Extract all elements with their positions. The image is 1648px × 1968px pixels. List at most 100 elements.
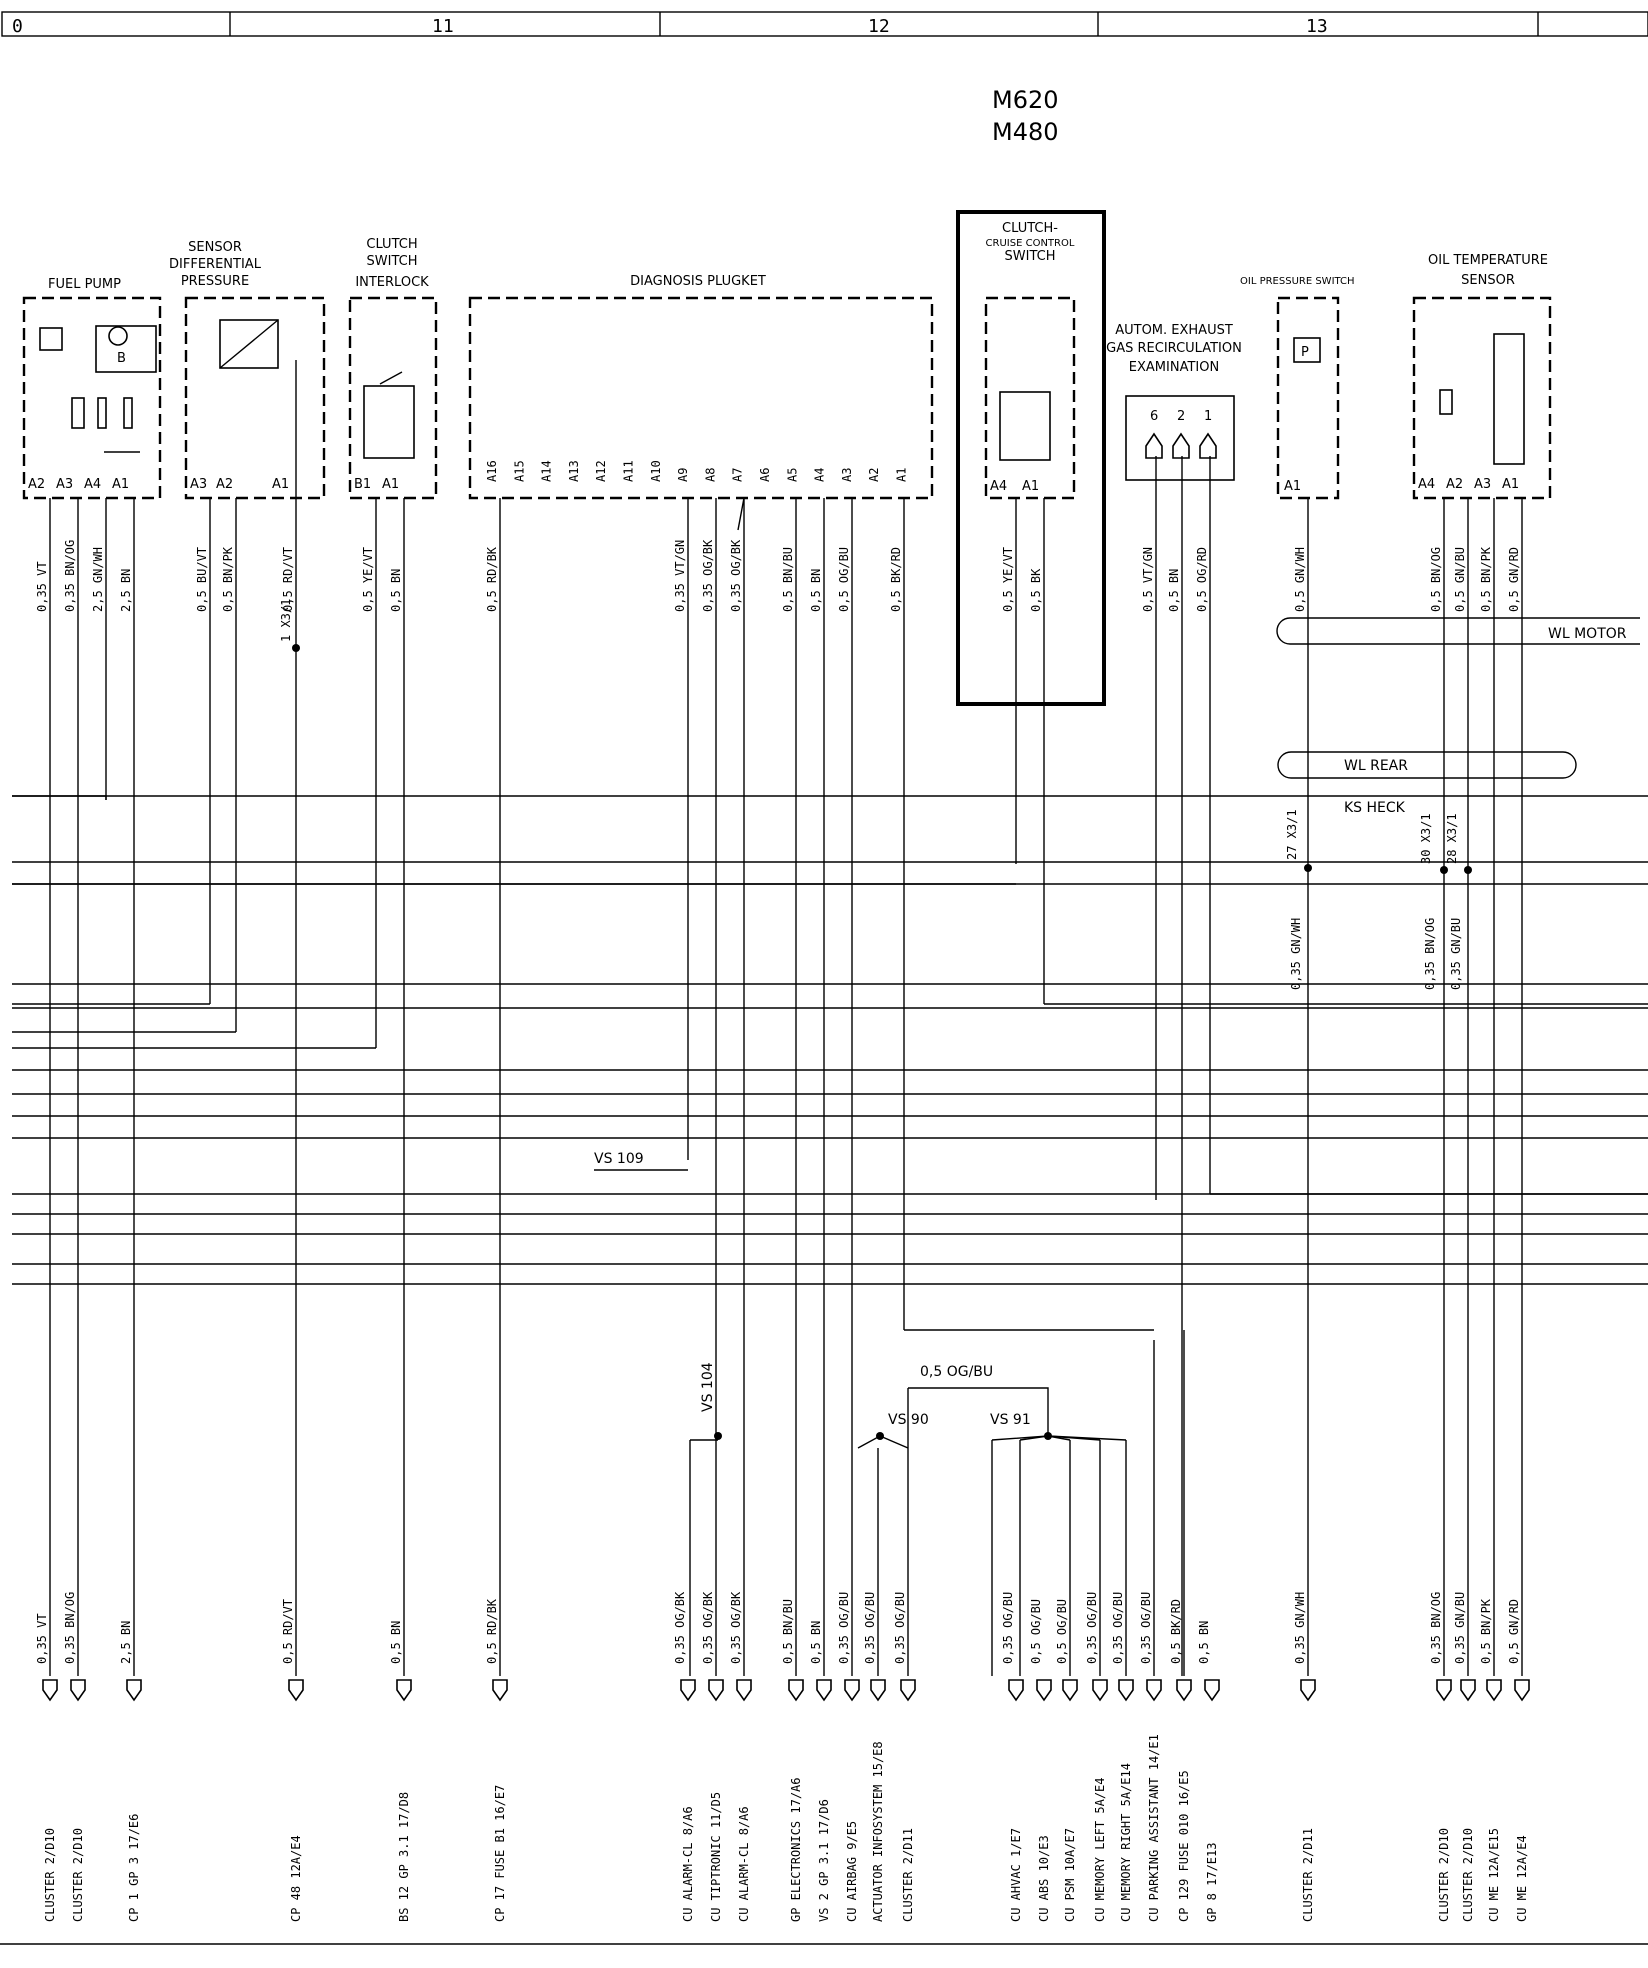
diagnosis-plug-pin-a9: A9 [676,468,690,482]
egr-pin-6: 6 [1150,409,1158,424]
cruise-switch-title-line-3: SWITCH [1005,249,1056,264]
upper-wire-label: 0,35 OG/BK [729,539,743,612]
sensor-pin-a2: A2 [216,477,233,492]
column-number-11: 11 [432,16,454,37]
node-label-vs104: VS 104 [700,1362,716,1412]
component-oil-pressure-switch: OIL PRESSURE SWITCH P A1 [1240,276,1355,500]
node-label-vs91: VS 91 [990,1412,1031,1428]
harness-label-ks-heck: KS HECK [1344,800,1406,816]
terminal-connector [900,1679,916,1702]
fuel-pump-title: FUEL PUMP [48,277,121,292]
harness-wl-rear: WL REAR [1277,751,1577,779]
terminal-connector [288,1679,304,1702]
splice-junction-28 [1464,866,1472,874]
destination-label: CU ME 12A/E15 [1487,1828,1501,1922]
upper-wire-label: 0,5 BN/PK [1479,546,1493,612]
diagnosis-plug-title: DIAGNOSIS PLUGKET [630,274,766,289]
destination-label: GP ELECTRONICS 17/A6 [789,1778,803,1923]
upper-wire-label: 2,5 GN/WH [91,547,105,612]
terminal-connector [816,1679,832,1702]
diagnosis-plug-pin-a15: A15 [512,460,526,482]
terminal-connector [1146,1679,1162,1702]
component-clutch-switch-interlock: CLUTCH SWITCH INTERLOCK B1 A1 [348,237,438,500]
lower-wire-label: 0,5 BN [809,1621,823,1664]
wire-link [12,795,107,800]
diagnosis-plug-pin-a10: A10 [649,460,663,482]
destination-label: CU ALARM-CL 8/A6 [737,1806,751,1922]
upper-wire-label: 0,5 BK/RD [889,547,903,612]
terminal-connector [1176,1679,1192,1702]
component-sensor-differential-pressure: SENSOR DIFFERENTIAL PRESSURE A3 A2 A1 [169,240,326,500]
oil-temp-title-line-1: OIL TEMPERATURE [1428,253,1548,268]
destination-label: BS 12 GP 3.1 17/D8 [397,1792,411,1922]
lower-wire-label: 0,35 BN/OG [63,1592,77,1664]
destination-label: CLUSTER 2/D11 [1301,1828,1315,1922]
sensor-title-line-2: DIFFERENTIAL [169,257,262,272]
model-code-m620: M620 [992,86,1059,114]
diagnosis-plug-pin-a11: A11 [622,460,636,482]
component-oil-temperature-sensor: OIL TEMPERATURE SENSOR A4 A2 A3 A1 [1412,253,1552,500]
upper-wire-label: 0,5 RD/BK [485,546,499,612]
cruise-switch-pin-a4: A4 [990,479,1007,494]
destination-label: VS 2 GP 3.1 17/D6 [817,1799,831,1922]
destination-label: CU AHVAC 1/E7 [1009,1828,1023,1922]
lower-wire-label: 0,35 OG/BK [673,1591,687,1664]
splice-label-x3-1: 1 X3/1 [279,599,293,642]
lower-wire-label: 0,35 OG/BU [837,1592,851,1664]
cruise-switch-title-line-1: CLUTCH- [1002,221,1058,236]
destination-label: CU ABS 10/E3 [1037,1835,1051,1922]
destination-label: ACTUATOR INFOSYSTEM 15/E8 [871,1741,885,1922]
splice-junction-x3-1 [292,644,300,652]
interlock-pin-b1: B1 [354,477,371,492]
terminal-connector [1514,1679,1530,1702]
lower-wire-label: 0,5 RD/BK [485,1598,499,1664]
splice-wire-label-bn-og: 0,35 BN/OG [1423,918,1437,990]
diagnosis-plug-pin-a4: A4 [813,468,827,482]
fuel-pump-pin-a2: A2 [28,477,45,492]
terminal-connector [1436,1679,1452,1702]
lower-wire-label: 0,35 OG/BK [701,1591,715,1664]
terminal-connector [736,1679,752,1702]
lower-wire-label: 0,35 OG/BU [1111,1592,1125,1664]
upper-wire-label: 0,5 BN/BU [781,547,795,612]
column-number-12: 12 [868,16,890,37]
egr-pin-1: 1 [1204,409,1212,424]
node-label-vs109: VS 109 [594,1151,644,1167]
terminal-connector [844,1679,860,1702]
upper-wire-label: 0,5 OG/RD [1195,547,1209,612]
diagnosis-plug-pin-a13: A13 [567,460,581,482]
diagnosis-plug-pin-a8: A8 [703,468,717,482]
diagnosis-plug-pin-a5: A5 [785,468,799,482]
splice-junction-30 [1440,866,1448,874]
destination-label: CLUSTER 2/D11 [901,1828,915,1922]
wire-group [12,360,1648,1676]
fuel-pump-pin-a1: A1 [112,477,129,492]
column-number-0: 0 [12,16,23,37]
egr-title-line-1: AUTOM. EXHAUST [1115,323,1233,338]
sensor-title-line-3: PRESSURE [181,274,249,289]
terminal-connector [870,1679,886,1702]
upper-wire-label: 0,5 BN [809,569,823,612]
splice-wire-label-gn-bu: 0,35 GN/BU [1449,918,1463,990]
upper-wire-label: 0,5 BN [1167,569,1181,612]
destination-label: CP 1 GP 3 17/E6 [127,1814,141,1922]
lower-wire-label: 0,35 OG/BU [863,1592,877,1664]
destination-label: CU ALARM-CL 8/A6 [681,1806,695,1922]
lower-wire-label: 0,35 BN/OG [1429,1592,1443,1664]
egr-pin-2: 2 [1177,409,1185,424]
upper-wire-label: 0,5 BN [389,569,403,612]
upper-wire-label: 0,5 GN/BU [1453,547,1467,612]
node-label-vs90: VS 90 [888,1412,929,1428]
upper-wire-label: 0,5 VT/GN [1141,547,1155,612]
lower-wire-label: 0,5 OG/BU [1055,1599,1069,1664]
terminal-connector [1062,1679,1078,1702]
upper-wire-label: 0,5 YE/VT [361,547,375,612]
interlock-title-line-1: CLUTCH [366,237,417,252]
destination-label: CU ME 12A/E4 [1515,1835,1529,1922]
destination-label: CLUSTER 2/D10 [71,1828,85,1922]
terminal-connector [708,1679,724,1702]
interlock-pin-a1: A1 [382,477,399,492]
wire-link [737,497,745,531]
